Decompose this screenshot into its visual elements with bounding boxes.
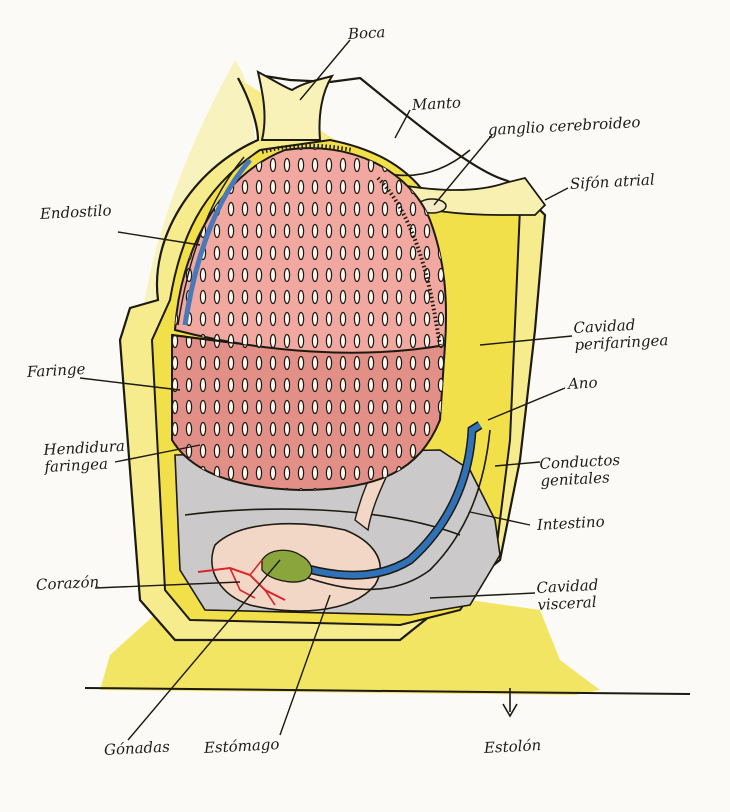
intestine	[278, 421, 491, 591]
label-hendidura-faringea: Hendidura faringea	[43, 437, 126, 476]
label-conductos-genitales: Conductos genitales	[539, 451, 621, 490]
label-faringe: Faringe	[26, 359, 86, 381]
label-estolon: Estolón	[483, 736, 542, 757]
leader-lines	[79, 39, 573, 741]
label-ano: Ano	[567, 373, 598, 393]
label-corazon: Corazón	[35, 572, 100, 594]
label-cavidad-visceral: Cavidad visceral	[536, 576, 600, 614]
label-cavidad-perifaringea: Cavidad perifaringea	[573, 315, 669, 354]
pharynx-dome	[173, 143, 448, 354]
pharynx	[171, 333, 447, 492]
label-gonadas: Gónadas	[103, 737, 171, 759]
label-intestino: Intestino	[536, 512, 606, 534]
label-cavidad-visceral-line2: visceral	[536, 592, 597, 614]
label-manto: Manto	[411, 93, 462, 114]
label-boca: Boca	[347, 23, 386, 43]
oral-siphon	[256, 70, 335, 141]
stolon-arrow	[502, 688, 518, 718]
label-endostilo: Endostilo	[39, 201, 112, 223]
endostyle	[177, 156, 252, 326]
gonads	[261, 549, 313, 583]
